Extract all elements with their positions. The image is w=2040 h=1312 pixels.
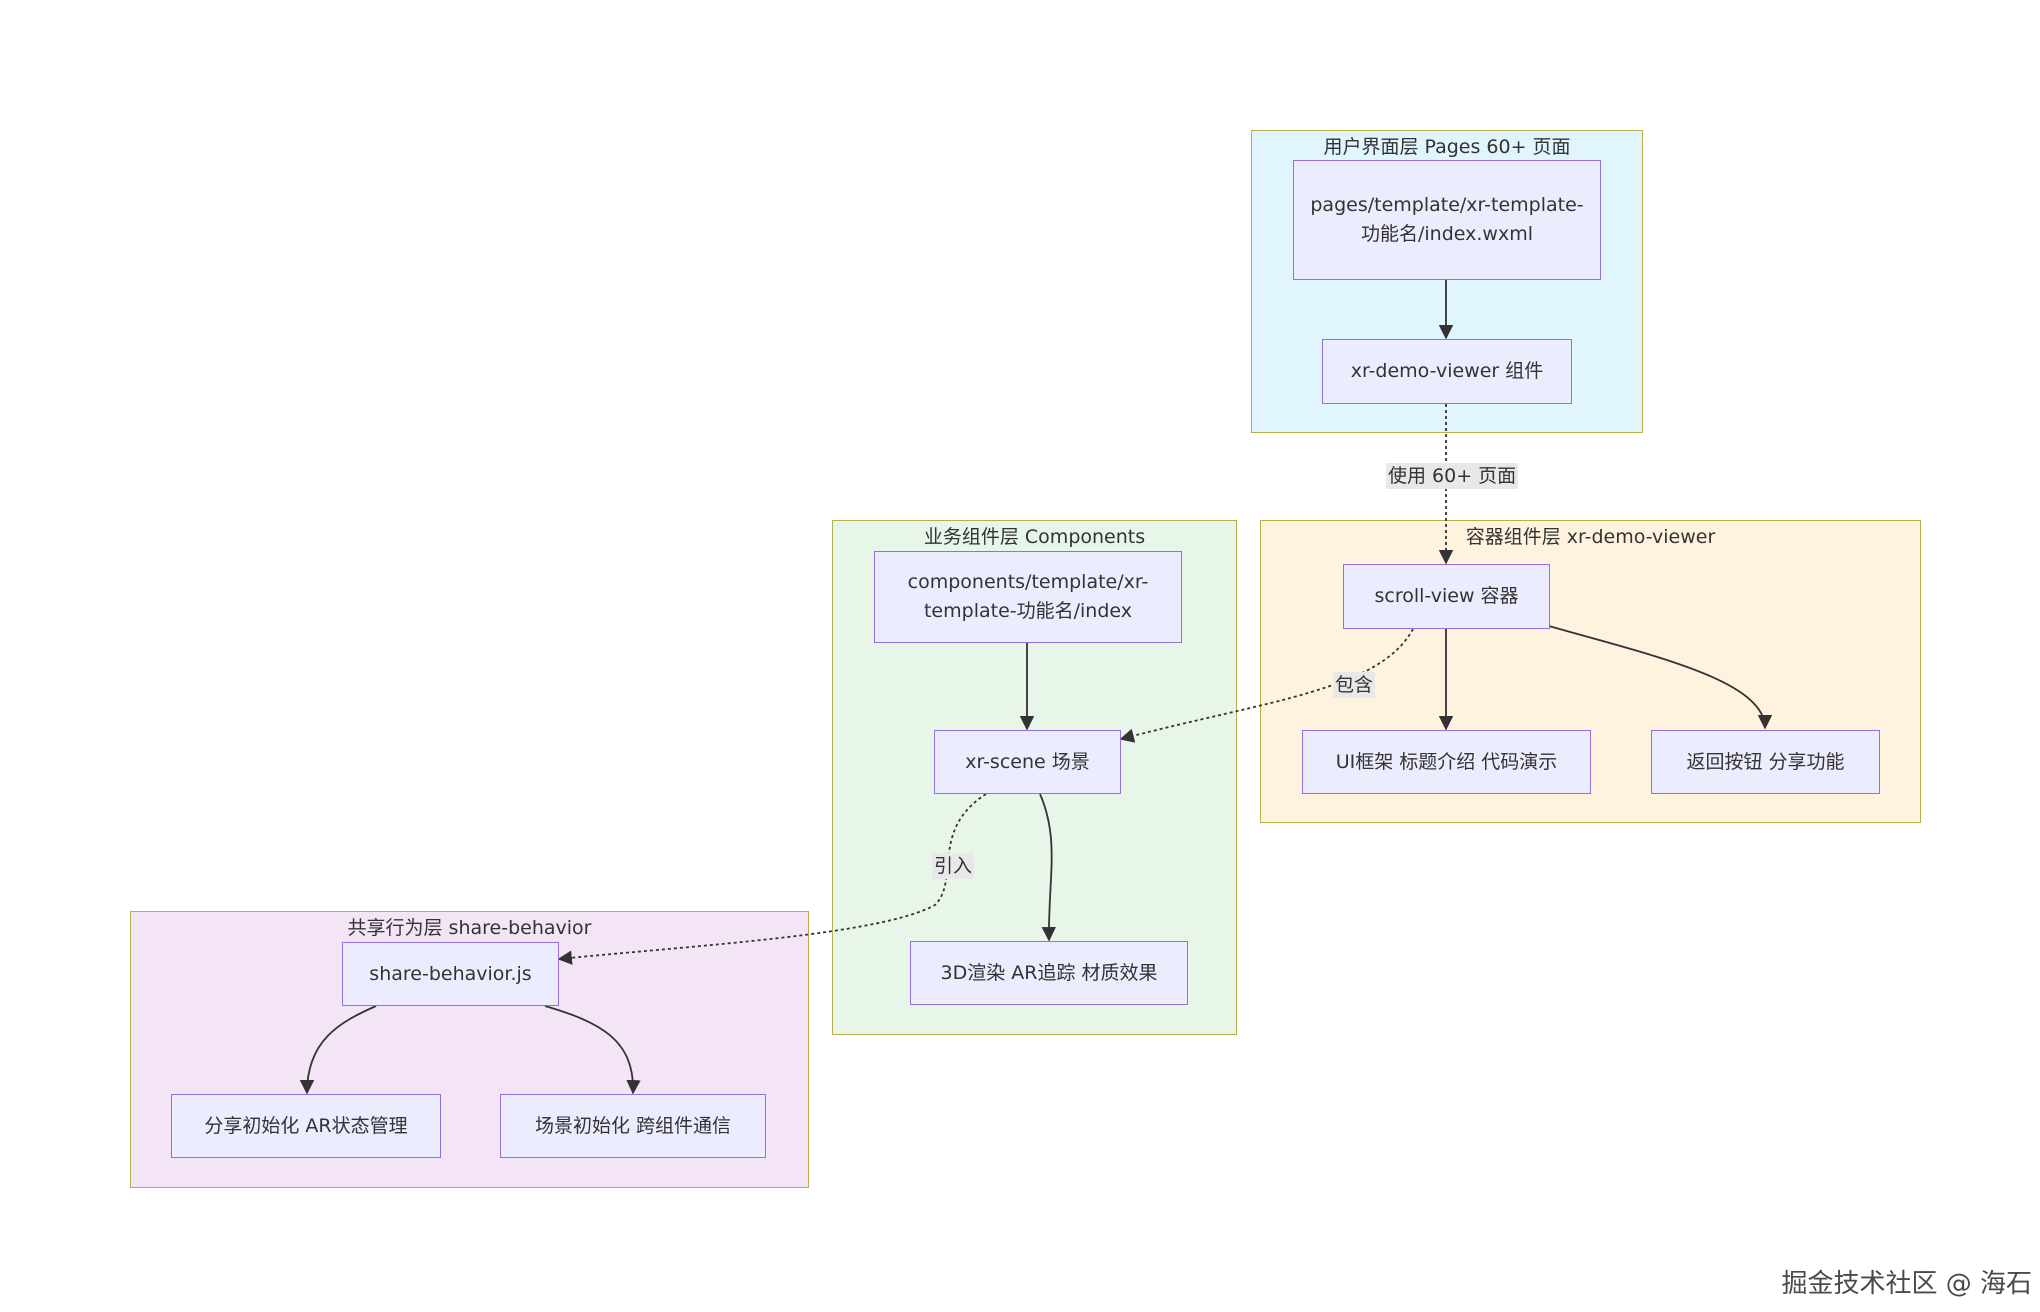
edge-scene-to-render (1039, 793, 1056, 942)
edge-label-uses: 使用 60+ 页面 (1386, 463, 1519, 489)
node-render-features[interactable]: 3D渲染 AR追踪 材质效果 (910, 941, 1188, 1005)
cluster-components-title: 业务组件层 Components (923, 526, 1146, 548)
node-component-file[interactable]: components/template/xr-template-功能名/inde… (874, 551, 1182, 643)
node-back-share[interactable]: 返回按钮 分享功能 (1651, 730, 1880, 794)
edge-scrollview-to-scene (1119, 628, 1414, 743)
edge-label-contains: 包含 (1333, 672, 1376, 698)
node-scene-init[interactable]: 场景初始化 跨组件通信 (500, 1094, 766, 1158)
node-xr-scene[interactable]: xr-scene 场景 (934, 730, 1121, 794)
cluster-behavior-title: 共享行为层 share-behavior (347, 917, 592, 939)
edge-scene-to-sharejs (557, 793, 987, 965)
node-share-behavior-js[interactable]: share-behavior.js (342, 942, 559, 1006)
edge-sharejs-to-sceneinit (544, 1005, 641, 1095)
cluster-container-title: 容器组件层 xr-demo-viewer (1465, 526, 1716, 548)
node-scroll-view[interactable]: scroll-view 容器 (1343, 564, 1550, 629)
node-share-init[interactable]: 分享初始化 AR状态管理 (171, 1094, 441, 1158)
node-page-file[interactable]: pages/template/xr-template-功能名/index.wxm… (1293, 160, 1601, 280)
edge-label-imports: 引入 (932, 853, 975, 879)
watermark: 掘金技术社区 @ 海石 (1781, 1269, 2032, 1299)
node-xr-demo-viewer[interactable]: xr-demo-viewer 组件 (1322, 339, 1572, 404)
edge-scrollview-to-backshare (1548, 625, 1773, 730)
edge-sharejs-to-shareinit (299, 1005, 377, 1095)
cluster-pages-title: 用户界面层 Pages 60+ 页面 (1323, 136, 1571, 158)
node-ui-frame[interactable]: UI框架 标题介绍 代码演示 (1302, 730, 1591, 794)
